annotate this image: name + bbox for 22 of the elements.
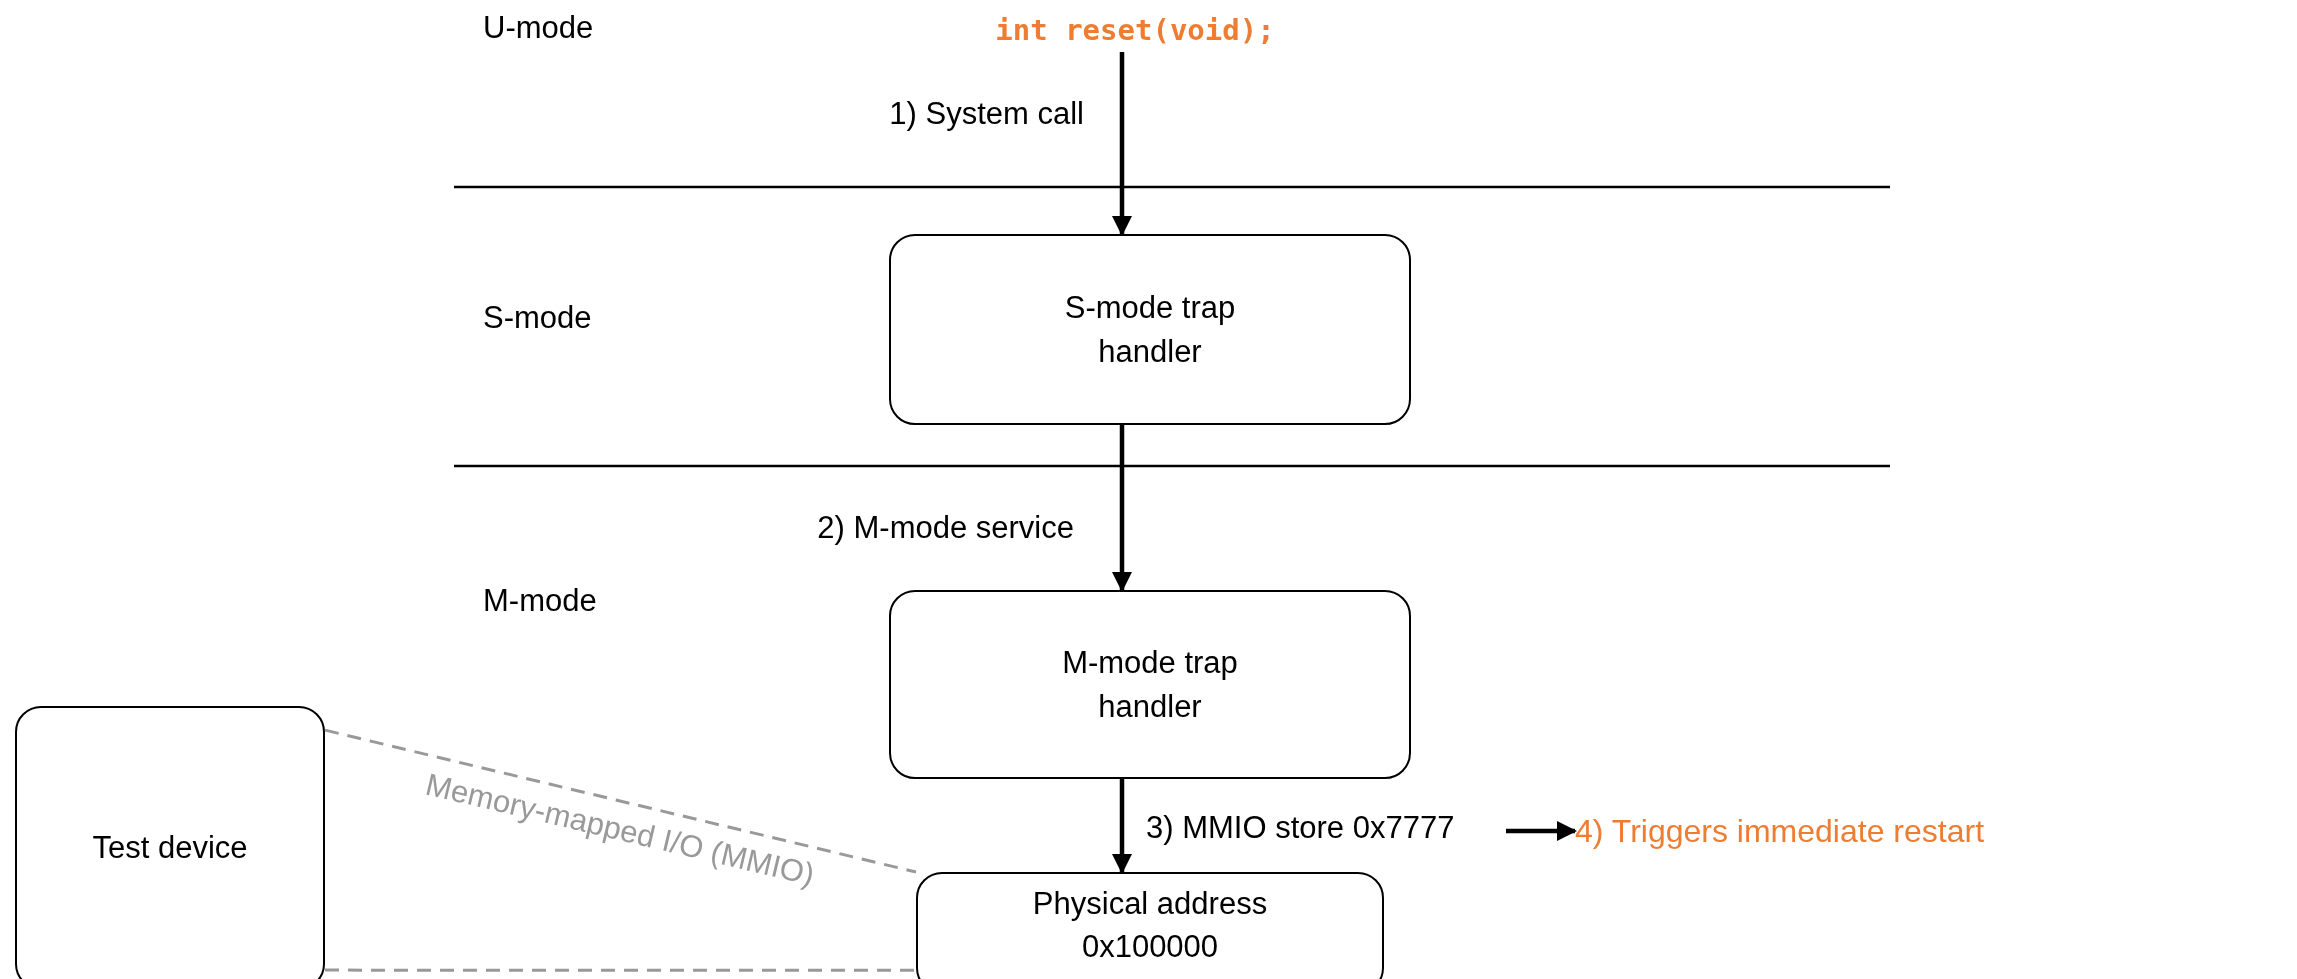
mode-label: S-mode [483, 300, 592, 336]
process-box [889, 234, 1411, 425]
box-label: Test device [92, 829, 248, 868]
mode-label: M-mode [483, 583, 597, 619]
dashed-connector [325, 968, 916, 972]
process-box [889, 590, 1411, 779]
box-label: S-mode trap handler [1063, 289, 1237, 371]
box-label: M-mode trap handler [1061, 644, 1239, 726]
edge-label: 1) System call [889, 96, 1084, 132]
dashed-connector [324, 728, 917, 874]
edge-label: 3) MMIO store 0x7777 [1146, 810, 1455, 846]
mode-label: U-mode [483, 10, 594, 46]
box-label: Physical address 0x100000 [1031, 885, 1269, 967]
result-text: 4) Triggers immediate restart [1575, 811, 1984, 851]
arrow [1506, 820, 1578, 842]
arrow [1111, 52, 1133, 237]
arrow [1111, 779, 1133, 875]
code-text: int reset(void); [995, 11, 1275, 49]
arrow [1111, 425, 1133, 593]
edge-label: 2) M-mode service [817, 510, 1074, 546]
process-box [916, 872, 1384, 979]
process-box [15, 706, 325, 979]
